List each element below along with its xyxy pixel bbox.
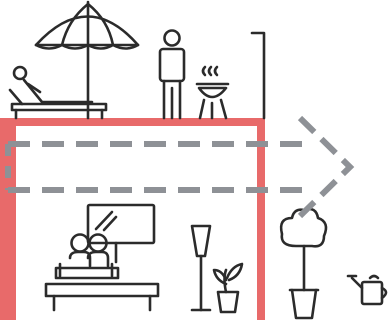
person-icon <box>160 31 184 119</box>
potted-plant-icon <box>214 264 242 312</box>
couple-on-sofa-icon <box>46 235 158 311</box>
roof-slab <box>0 118 265 126</box>
barbecue-grill-icon <box>197 67 228 118</box>
parasol-icon <box>36 2 138 118</box>
watering-can-icon <box>348 276 386 304</box>
dashed-arrow-icon <box>8 118 350 216</box>
right-wall <box>257 118 265 320</box>
potted-tree-icon <box>281 209 326 318</box>
sun-lounger-icon <box>10 67 106 118</box>
floor-lamp-icon <box>192 226 210 310</box>
terrace-railing <box>252 33 264 118</box>
